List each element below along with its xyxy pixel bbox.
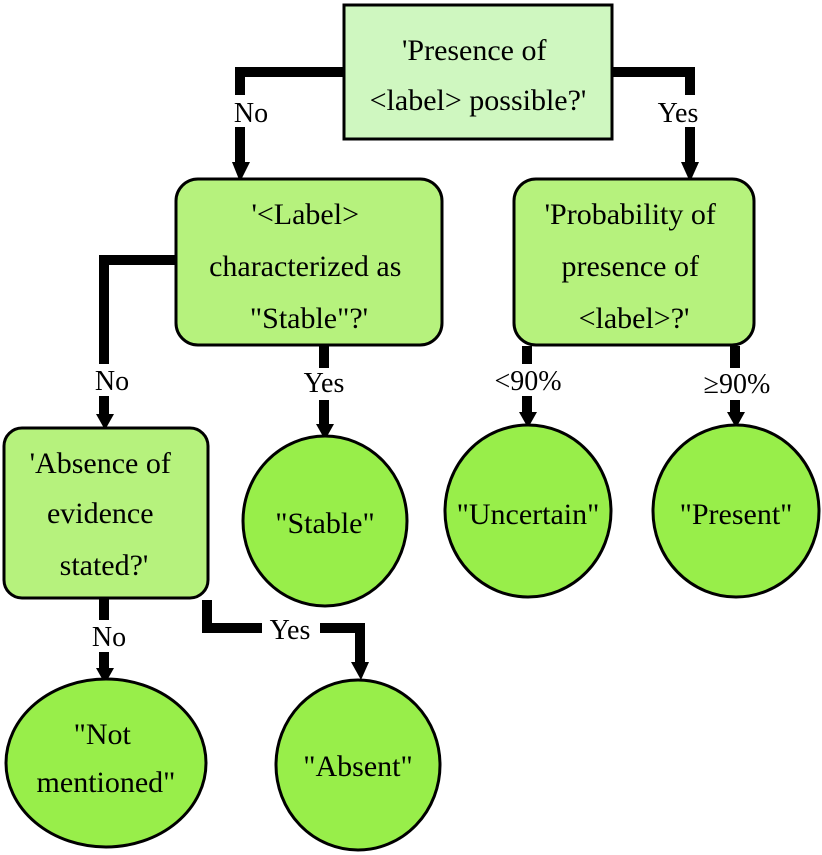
edge-label-prob-lt: <90% [494, 366, 561, 397]
outcome-node-stable-circle [241, 434, 409, 608]
decision-node-probability-line-1: 'Probability of [545, 198, 716, 231]
edge-label-absence-yes: Yes [270, 615, 311, 646]
svg-text:'Absence of evidence: 'Absence of evidence stated?' [30, 447, 179, 582]
svg-text:"Uncertain": "Uncertain" [457, 498, 600, 531]
decision-node-absence-box [2, 426, 210, 600]
outcome-node-not-mentioned-circle [4, 677, 208, 849]
edge-label-root-yes: Yes [658, 98, 699, 129]
outcome-node-present: "Present" [651, 423, 821, 599]
outcome-node-not-mentioned-line-1: "Not [74, 718, 132, 751]
svg-text:"Not mentioned": "Not mentioned" [37, 718, 176, 799]
arrowhead-prob-lt [519, 412, 537, 428]
svg-text:"Present": "Present" [680, 498, 793, 531]
edge-labels: No Yes No Yes <90% ≥90% No Yes [84, 95, 780, 653]
edge-label-stable-no: No [95, 366, 129, 397]
svg-text:'Probability of presence: 'Probability of presence of <label>?' [545, 198, 724, 335]
decision-node-root-line-1: 'Presence of [402, 34, 547, 67]
outcome-node-uncertain-label: "Uncertain" [457, 498, 600, 531]
decision-node-probability-line-2: presence of [562, 250, 699, 283]
arrowhead-absence-no [96, 668, 114, 684]
edge-label-root-no: No [234, 98, 268, 129]
edge-root-no [235, 67, 344, 168]
svg-text:"Absent": "Absent" [303, 750, 412, 783]
arrowhead-root-yes [681, 162, 699, 182]
decision-node-stable-line-3: "Stable"?' [250, 302, 368, 335]
decision-node-probability-box [512, 177, 756, 347]
decision-node-absence-line-2: evidence [47, 497, 154, 530]
arrowhead-root-no [232, 162, 250, 182]
outcome-node-present-circle [651, 423, 821, 599]
decision-node-root: 'Presence of <label> possible?' [342, 3, 614, 141]
outcome-node-stable-label: "Stable" [275, 507, 374, 540]
arrowhead-prob-ge [727, 412, 745, 428]
arrowhead-stable-yes [316, 424, 334, 440]
decision-node-stable-line-1: '<Label> [251, 198, 359, 231]
edge-label-prob-ge: ≥90% [704, 369, 771, 400]
decision-node-stable-characterized: '<Label> characterized as "Stable"?' [174, 177, 444, 347]
decision-node-stable-line-2: characterized as [209, 250, 401, 283]
edge-root-yes [612, 67, 695, 168]
decision-node-absence-line-1: 'Absence of [30, 447, 171, 480]
edge-label-stable-yes: Yes [304, 368, 345, 399]
decision-node-stable-box [174, 177, 444, 347]
svg-text:"Stable": "Stable" [275, 507, 374, 540]
arrowhead-absence-yes [351, 662, 369, 680]
decision-node-absence-line-3: stated?' [60, 549, 149, 582]
decision-node-probability-line-3: <label>?' [579, 302, 690, 335]
outcome-node-absent: "Absent" [274, 678, 442, 852]
decision-node-root-line-2: <label> possible?' [370, 84, 587, 117]
outcome-node-not-mentioned-line-2: mentioned" [37, 766, 176, 799]
outcome-node-stable: "Stable" [241, 434, 409, 608]
outcome-node-absent-circle [274, 678, 442, 852]
outcome-node-present-label: "Present" [680, 498, 793, 531]
decision-node-probability: 'Probability of presence of <label>?' [512, 177, 756, 347]
svg-text:'Presence of <label> pos: 'Presence of <label> possible?' [370, 34, 587, 117]
edge-label-absence-no: No [92, 622, 126, 653]
arrowhead-stable-no [96, 414, 114, 430]
outcome-node-uncertain: "Uncertain" [443, 423, 613, 599]
outcome-node-uncertain-circle [443, 423, 613, 599]
decision-node-absence: 'Absence of evidence stated?' [2, 426, 210, 600]
svg-text:'<Label> characterized a: '<Label> characterized as "Stable"?' [209, 198, 409, 335]
decision-node-root-box [342, 3, 614, 141]
outcome-node-absent-label: "Absent" [303, 750, 412, 783]
outcome-node-not-mentioned: "Not mentioned" [4, 677, 208, 849]
